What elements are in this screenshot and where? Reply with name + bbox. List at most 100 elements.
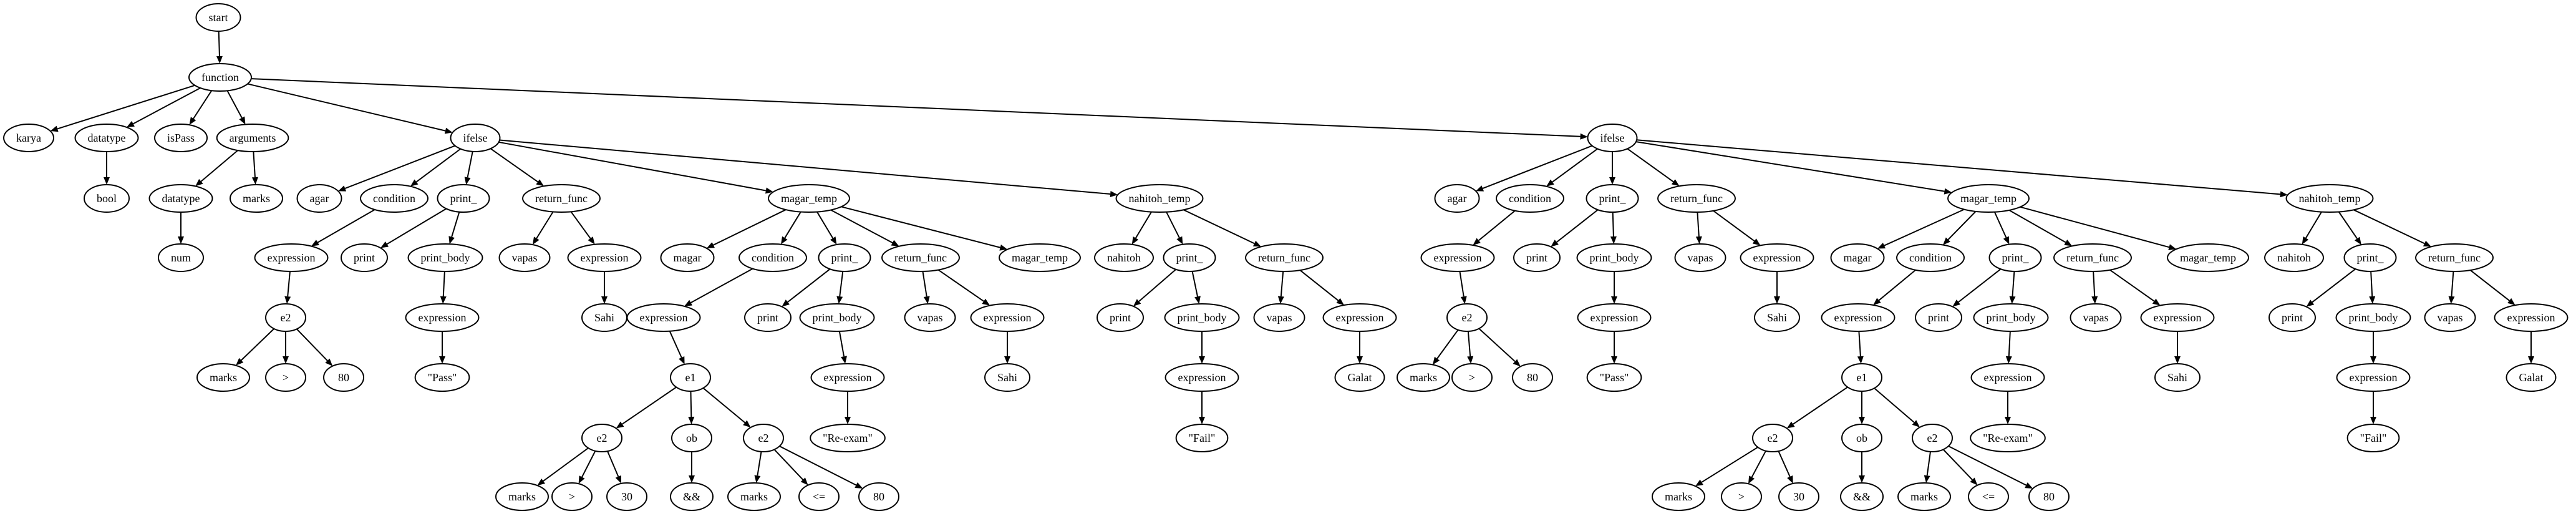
node-pass: "Pass" bbox=[414, 363, 470, 392]
edge-line bbox=[1993, 212, 2007, 238]
node-return-func: return_func bbox=[881, 243, 960, 272]
edge-a46-a47 bbox=[1199, 331, 1205, 364]
node-label: print_body bbox=[1178, 311, 1227, 324]
arrowhead bbox=[2370, 356, 2376, 364]
node-expression: expression bbox=[1821, 303, 1896, 332]
edge-a15-a16 bbox=[601, 271, 608, 304]
node-label: magar_temp bbox=[2180, 251, 2236, 264]
node-label: nahitoh_temp bbox=[1129, 192, 1191, 205]
node-print-body: print_body bbox=[407, 243, 483, 272]
arrowhead bbox=[706, 242, 715, 248]
node-expression: expression bbox=[1322, 303, 1397, 332]
edge-b2-b3 bbox=[1473, 210, 1516, 246]
node-return-func: return_func bbox=[2415, 243, 2494, 272]
node-label: isPass bbox=[167, 132, 195, 144]
edge-b22-b24 bbox=[1748, 450, 1766, 484]
node-vapas: vapas bbox=[2070, 303, 2122, 332]
node-label: Sahi bbox=[1767, 311, 1787, 324]
edge-line bbox=[57, 84, 195, 130]
node-label: print_ bbox=[831, 251, 859, 264]
arrowhead bbox=[1580, 133, 1588, 140]
edge-b49-b51 bbox=[2470, 270, 2515, 306]
edge-a0-a1 bbox=[338, 145, 455, 192]
node-e1: e1 bbox=[1841, 363, 1882, 392]
edge-line bbox=[451, 212, 460, 237]
arrowhead bbox=[537, 478, 546, 486]
edge-a49-a51 bbox=[1299, 270, 1344, 306]
node-label: e2 bbox=[281, 311, 291, 324]
arrowhead bbox=[2003, 236, 2010, 245]
edge-a2-a3 bbox=[311, 209, 375, 246]
edge-line bbox=[241, 328, 275, 361]
node-ellipse bbox=[341, 243, 388, 272]
node-label: "Pass" bbox=[428, 371, 457, 384]
node-ellipse bbox=[671, 424, 712, 452]
arrowhead bbox=[891, 240, 899, 246]
node-expression: expression bbox=[254, 243, 329, 272]
arrowhead bbox=[2369, 296, 2376, 304]
node-ellipse bbox=[970, 303, 1045, 332]
edge-line bbox=[499, 139, 1111, 195]
arrowhead bbox=[1912, 420, 1920, 427]
node-ellipse bbox=[727, 482, 781, 511]
node-start: start bbox=[195, 3, 241, 32]
node-ellipse bbox=[3, 124, 54, 152]
arrowhead bbox=[616, 421, 624, 429]
edge-a44-a45 bbox=[1133, 269, 1176, 306]
edge-b28-b31 bbox=[1948, 445, 2033, 489]
node-label: ifelse bbox=[1600, 132, 1625, 144]
node-label: vapas bbox=[512, 251, 538, 264]
node-ifelse: ifelse bbox=[450, 124, 501, 152]
edge-line bbox=[937, 269, 984, 302]
edge-a22-a23 bbox=[537, 447, 589, 486]
node-label: <= bbox=[813, 490, 825, 503]
node-ellipse bbox=[1841, 363, 1882, 392]
arrowhead bbox=[743, 420, 751, 428]
node-marks: marks bbox=[230, 184, 283, 213]
node-print: print_ bbox=[1988, 243, 2042, 272]
node-ellipse bbox=[1674, 243, 1726, 272]
node-pass: "Pass" bbox=[1586, 363, 1642, 392]
node-ellipse bbox=[1988, 243, 2042, 272]
edge-line bbox=[1926, 451, 1931, 476]
node-ellipse bbox=[2028, 482, 2070, 511]
node-ellipse bbox=[1245, 243, 1324, 272]
node-label: function bbox=[201, 71, 239, 84]
node-label: e2 bbox=[1927, 432, 1938, 444]
node-ellipse bbox=[2506, 363, 2557, 392]
edge-a32-a34 bbox=[836, 271, 844, 304]
edge-line bbox=[1858, 331, 1861, 357]
arrowhead bbox=[311, 240, 319, 246]
node-label: print bbox=[2282, 311, 2303, 324]
edge-n1-n3 bbox=[126, 87, 201, 127]
node-label: condition bbox=[752, 251, 794, 264]
node-30: 30 bbox=[1778, 482, 1819, 511]
edge-a11-a12 bbox=[439, 331, 445, 364]
edge-b44-b45 bbox=[2306, 268, 2356, 307]
node-magar: magar bbox=[1830, 243, 1885, 272]
arrowhead bbox=[2528, 356, 2534, 364]
node-label: num bbox=[171, 251, 191, 264]
node-ellipse bbox=[581, 424, 622, 452]
node-bool: bool bbox=[83, 184, 130, 213]
node-condition: condition bbox=[360, 184, 429, 213]
node-expression: expression bbox=[1420, 243, 1495, 272]
arrowhead bbox=[1952, 299, 1960, 307]
edge-a8-a9 bbox=[380, 208, 447, 248]
edge-a17-a41 bbox=[841, 206, 1008, 251]
node-ellipse bbox=[437, 184, 490, 213]
node-symbol: <= bbox=[798, 482, 840, 511]
edge-line bbox=[816, 212, 834, 239]
node-label: nahitoh bbox=[1107, 251, 1141, 264]
edge-line bbox=[2370, 271, 2373, 297]
edge-line bbox=[1552, 148, 1598, 183]
edge-n1-n6 bbox=[226, 90, 246, 125]
node-ellipse bbox=[810, 424, 886, 452]
edge-line bbox=[2109, 269, 2155, 302]
edge-line bbox=[1135, 212, 1152, 239]
edge-a42-a44 bbox=[1166, 212, 1183, 245]
node-80: 80 bbox=[858, 482, 899, 511]
node-e2: e2 bbox=[743, 424, 784, 452]
arrowhead bbox=[1611, 356, 1617, 364]
edge-b20-b21 bbox=[1857, 331, 1864, 364]
